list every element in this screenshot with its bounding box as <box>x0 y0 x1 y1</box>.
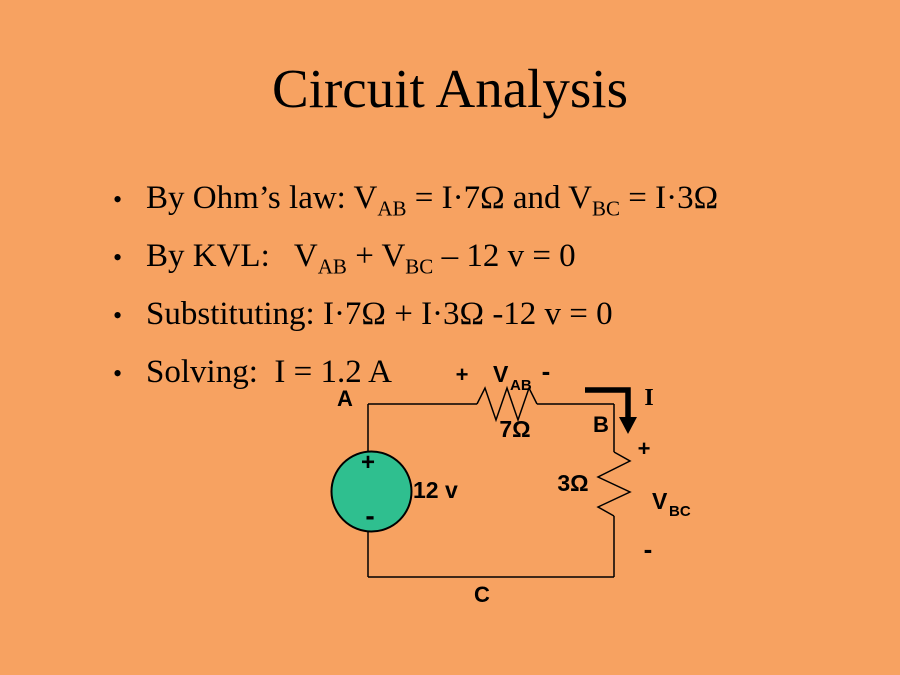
vab-plus-sign: + <box>456 362 469 387</box>
subscript: AB <box>377 196 407 221</box>
vbc-plus-sign: + <box>638 436 651 461</box>
source-plus-sign: + <box>361 449 375 476</box>
bullet-item-substituting: • Substituting: I·7Ω + I·3Ω -12 v = 0 <box>80 230 718 332</box>
slide-title: Circuit Analysis <box>272 57 628 119</box>
vab-label: V <box>493 361 509 387</box>
vbc-minus-sign: - <box>644 534 653 564</box>
bullet-item-kvl: • By KVL: VAB + VBC – 12 v = 0 <box>80 172 718 277</box>
bullet-marker: • <box>113 243 123 272</box>
resistor-3ohm <box>596 451 632 517</box>
vbc-label: V <box>652 488 668 514</box>
vab-minus-sign: - <box>542 356 551 386</box>
node-label-a: A <box>337 386 353 411</box>
current-arrow-icon <box>585 387 637 434</box>
resistor-7ohm <box>476 385 538 423</box>
subscript: BC <box>405 254 434 279</box>
bullet-marker: • <box>113 185 123 214</box>
bullet-list: • By Ohm’s law: VAB = I·7Ω and VBC = I·3Ω… <box>80 114 718 390</box>
vab-label-subscript: AB <box>510 377 532 394</box>
bullet-item-solving: • Solving: I = 1.2 A <box>80 288 718 390</box>
current-label: I <box>644 385 653 411</box>
node-label-c: C <box>474 582 490 607</box>
resistor-7ohm-label: 7Ω <box>499 416 530 442</box>
source-voltage-label: 12 v <box>413 477 458 503</box>
subscript: AB <box>317 254 347 279</box>
resistor-3ohm-label: 3Ω <box>557 470 588 496</box>
bullet-text: By KVL: VAB + VBC – 12 v = 0 <box>146 238 576 279</box>
bullet-marker: • <box>113 301 123 330</box>
bullet-text: Substituting: I·7Ω + I·3Ω -12 v = 0 <box>146 296 613 332</box>
node-label-b: B <box>593 412 609 437</box>
source-minus-sign: - <box>365 500 374 531</box>
bullet-marker: • <box>113 359 123 388</box>
bullet-text: By Ohm’s law: VAB = I·7Ω and VBC = I·3Ω <box>146 180 719 221</box>
vbc-label-subscript: BC <box>669 503 691 520</box>
bullet-text: Solving: I = 1.2 A <box>146 354 392 390</box>
subscript: BC <box>592 196 621 221</box>
voltage-source <box>330 450 413 533</box>
bullet-item-ohms-law: • By Ohm’s law: VAB = I·7Ω and VBC = I·3Ω <box>80 114 718 219</box>
